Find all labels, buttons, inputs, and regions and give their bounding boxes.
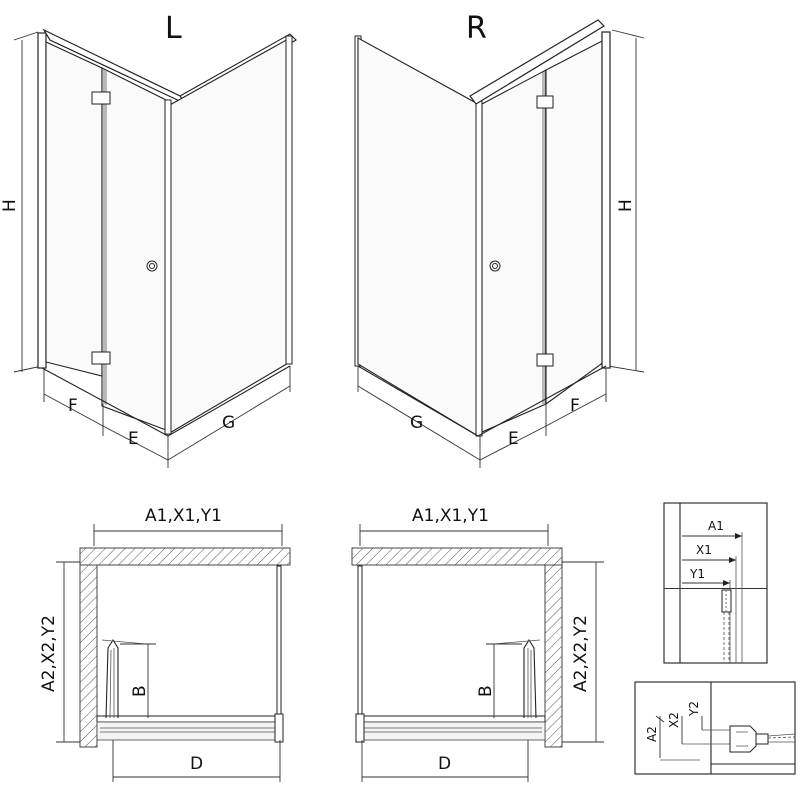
label-d-left: D [190, 754, 203, 774]
right-plan-view: A1,X1,Y1 A2,X2,Y2 B D [351, 506, 604, 782]
door-knob-right [489, 260, 501, 272]
label-depth-set-right: A2,X2,Y2 [571, 615, 591, 692]
wall-profile-left [37, 32, 47, 369]
back-wall-right [351, 547, 563, 566]
label-x1: X1 [696, 543, 712, 557]
label-d-right: D [438, 754, 451, 774]
hinge-bottom-right [536, 353, 554, 367]
wall-profile-right-left [285, 35, 293, 365]
hinge-bottom-left [91, 351, 111, 365]
label-left-variant: L [165, 11, 182, 46]
label-g-left: G [222, 413, 235, 433]
label-width-set-left: A1,X1,Y1 [145, 506, 222, 526]
plan-side-panel-left [276, 565, 282, 719]
plan-front-profile-right [357, 715, 546, 723]
left-plan-view: A1,X1,Y1 A2,X2,Y2 B D [39, 506, 291, 782]
hinge-top-right [536, 95, 554, 109]
label-x2: X2 [667, 712, 681, 728]
label-b-right: B [476, 685, 496, 697]
bottom-dimensions-left: F E G [43, 366, 291, 468]
label-b-left: B [130, 685, 150, 697]
side-glass-panel-left [167, 37, 291, 435]
label-depth-set-left: A2,X2,Y2 [39, 615, 59, 692]
back-wall-left [79, 547, 291, 566]
side-wall-left [79, 564, 98, 748]
detail-depth-box: A2 X2 Y2 [634, 681, 796, 775]
bottom-dimensions-right: G E F [357, 366, 607, 468]
label-width-set-right: A1,X1,Y1 [412, 506, 489, 526]
label-y2: Y2 [687, 701, 701, 717]
detail-width-box: A1 X1 Y1 [663, 502, 768, 664]
label-a2: A2 [645, 726, 659, 742]
height-dimension-left: H [0, 31, 43, 373]
height-dimension-right: H [607, 29, 645, 373]
label-y1: Y1 [689, 567, 705, 581]
hinge-top-left [91, 91, 111, 105]
corner-post-right [475, 99, 483, 437]
side-wall-right [544, 564, 563, 748]
right-3d-view: R H [354, 11, 645, 468]
label-g-right: G [410, 413, 423, 433]
label-h-right: H [616, 199, 636, 212]
door-knob-left [146, 260, 158, 272]
folding-door-panel-right [481, 69, 547, 433]
folding-door-panel-left [101, 67, 167, 431]
plan-front-profile-left [96, 715, 284, 723]
label-f-right: F [570, 396, 580, 416]
corner-post-left [164, 99, 172, 435]
left-3d-view: L H [0, 11, 297, 468]
label-e-right: E [508, 429, 519, 449]
label-e-left: E [128, 429, 139, 449]
label-h-left: H [0, 199, 20, 212]
label-right-variant: R [466, 11, 487, 46]
wall-profile-right [601, 31, 611, 369]
plan-side-panel-right [357, 565, 363, 719]
fixed-glass-panel-right [545, 39, 605, 406]
top-rail-right [469, 19, 605, 105]
label-f-left: F [68, 396, 78, 416]
label-a1: A1 [708, 519, 724, 533]
